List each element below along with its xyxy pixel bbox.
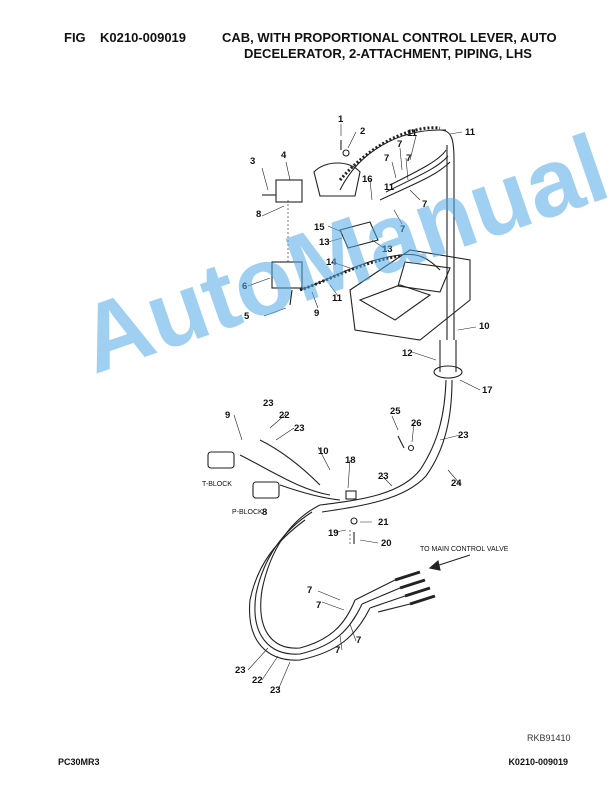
callout-11: 11 [407,128,418,139]
hose-left-loop-a [260,504,321,649]
hose-upper-loop [339,129,446,191]
bolt-25 [397,435,405,449]
washer-21 [350,517,358,525]
callout-8: 8 [262,507,267,518]
bracket-4 [275,179,303,203]
drawing-id: RKB91410 [527,733,571,743]
model-code: PC30MR3 [58,757,100,767]
callout-1: 1 [338,114,344,125]
hose-bundle-c [379,161,451,201]
callout-23: 23 [235,665,246,676]
callout-18: 18 [345,455,356,466]
callout-13: 13 [382,244,393,255]
valve-fittings [354,579,411,613]
callout-7: 7 [400,224,405,235]
callout-26: 26 [411,418,422,429]
callout-16: 16 [362,174,373,185]
hose-vertical [439,129,455,340]
control-console-panel [397,261,451,293]
callout-21: 21 [378,517,389,528]
clamp-18 [345,490,357,500]
hose-left-loop-c [248,519,306,661]
t-block-label: T-BLOCK [202,481,232,488]
figure-number: K0210-009019 [100,30,187,45]
figure-title-line-2: DECELERATOR, 2-ATTACHMENT, PIPING, LHS [244,46,532,61]
callout-23: 23 [378,471,389,482]
manifold-block [339,221,379,249]
callout-11: 11 [384,182,395,193]
callout-6: 6 [242,281,247,292]
t-block [207,451,235,469]
p-block-label: P-BLOCK [232,509,263,516]
callout-10: 10 [479,321,490,332]
callout-15: 15 [314,222,325,233]
callout-24: 24 [451,478,462,489]
callout-7: 7 [335,645,340,656]
callout-7: 7 [307,585,312,596]
callout-22: 22 [252,675,263,686]
hose-t-block [239,454,331,496]
callout-7: 7 [356,635,361,646]
callout-7: 7 [316,600,321,611]
callout-22: 22 [279,410,290,421]
callout-23: 23 [294,423,305,434]
control-console-body [349,249,471,341]
callout-11: 11 [465,127,476,138]
washer-26 [407,444,415,452]
callout-11: 11 [332,293,343,304]
callout-25: 25 [390,406,401,417]
callout-23: 23 [458,430,469,441]
callout-7: 7 [397,139,402,150]
callout-9: 9 [314,308,319,319]
figure-title-line-1: CAB, WITH PROPORTIONAL CONTROL LEVER, AU… [222,30,557,45]
bracket-6 [271,261,303,289]
hose-to-fittings [299,599,371,661]
callout-7: 7 [384,153,389,164]
callout-23: 23 [270,685,281,696]
callout-3: 3 [250,156,255,167]
callout-8: 8 [256,209,261,220]
callout-14: 14 [326,257,337,268]
hose-left-loop-b [254,511,313,655]
to-main-control-valve-label: TO MAIN CONTROL VALVE [420,546,509,553]
p-block [252,481,280,499]
callout-23: 23 [263,398,274,409]
callout-2: 2 [360,126,365,137]
callout-19: 19 [328,528,339,539]
callout-13: 13 [319,237,330,248]
hose-lower-bundle-b [321,379,453,513]
hose-through-grommet [439,340,457,372]
hose-middle [299,253,441,291]
callout-4: 4 [281,150,287,161]
callout-17: 17 [482,385,493,396]
callout-5: 5 [244,311,250,322]
page-code: K0210-009019 [508,757,568,767]
hose-bundle-b [385,155,449,193]
hose-upper-left [259,439,321,486]
hose-p-block [279,484,341,501]
callout-7: 7 [422,199,427,210]
callout-9: 9 [225,410,230,421]
callout-12: 12 [402,348,413,359]
auto-decel-valve [313,162,361,197]
spiral-protector-top [338,126,441,181]
arrow-head [428,559,441,571]
spiral-protector-middle [299,254,401,292]
callout-10: 10 [318,446,329,457]
figure-label: FIG [64,30,86,45]
control-console-top [358,284,432,321]
hose-lower-bundle-a [319,379,447,506]
valve-fitting-nuts [394,570,436,606]
bolt-5 [289,289,293,306]
grommet [433,365,463,379]
washer-2 [342,149,350,157]
callout-7: 7 [406,153,411,164]
hose-bundle-a [389,149,447,186]
callout-20: 20 [381,538,392,549]
